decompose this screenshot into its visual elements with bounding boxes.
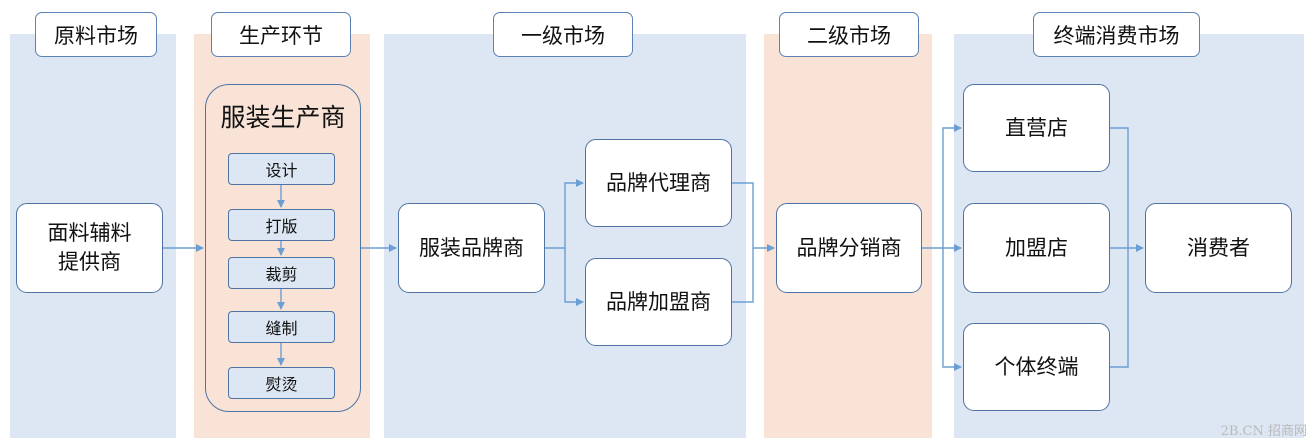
step-pattern: 打版	[228, 209, 335, 241]
header-secondary-market: 二级市场	[779, 12, 919, 57]
step-sewing: 缝制	[228, 311, 335, 343]
header-production: 生产环节	[211, 12, 351, 57]
manufacturer-container: 服装生产商	[205, 84, 361, 412]
watermark: 2B.CN 招商网	[1220, 424, 1307, 439]
node-franchise-store: 加盟店	[963, 203, 1110, 293]
node-brand-owner: 服装品牌商	[398, 203, 545, 293]
node-brand-distributor: 品牌分销商	[776, 203, 922, 293]
node-manufacturer: 服装生产商	[220, 103, 346, 132]
node-direct-store: 直营店	[963, 84, 1110, 172]
header-raw-market: 原料市场	[35, 12, 157, 57]
node-individual-terminal: 个体终端	[963, 323, 1110, 411]
node-brand-franchisee: 品牌加盟商	[585, 258, 732, 346]
node-brand-agent: 品牌代理商	[585, 139, 732, 227]
step-ironing: 熨烫	[228, 367, 335, 399]
node-fabric-supplier: 面料辅料 提供商	[16, 203, 163, 293]
step-cutting: 裁剪	[228, 257, 335, 289]
step-design: 设计	[228, 153, 335, 185]
header-terminal-market: 终端消费市场	[1033, 12, 1200, 57]
header-primary-market: 一级市场	[493, 12, 633, 57]
node-consumer: 消费者	[1145, 203, 1292, 293]
